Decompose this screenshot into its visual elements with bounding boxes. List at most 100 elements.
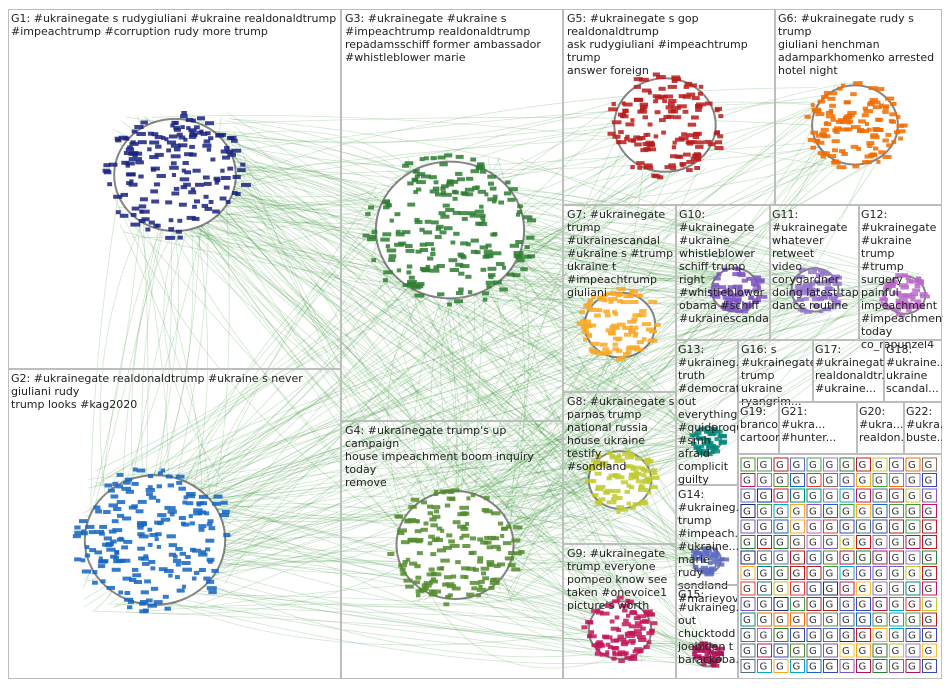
small-group-tile[interactable]	[757, 643, 772, 658]
small-group-tile[interactable]	[889, 535, 904, 549]
small-group-tile[interactable]	[905, 643, 921, 658]
small-group-tile[interactable]	[740, 457, 756, 472]
small-group-tile[interactable]	[889, 504, 904, 518]
small-group-tile[interactable]	[773, 550, 789, 565]
small-group-tile[interactable]	[740, 643, 756, 658]
small-group-tile[interactable]	[740, 535, 756, 549]
small-group-tile[interactable]	[872, 566, 888, 580]
small-group-tile[interactable]	[856, 473, 871, 487]
small-group-tile[interactable]	[872, 519, 888, 534]
small-group-tile[interactable]	[839, 597, 855, 611]
group-frame-g20[interactable]	[857, 402, 904, 454]
small-group-tile[interactable]	[806, 597, 822, 611]
small-group-tile[interactable]	[839, 628, 855, 642]
small-group-tile[interactable]	[889, 550, 904, 565]
small-group-tile[interactable]	[740, 628, 756, 642]
small-group-tile[interactable]	[905, 457, 921, 472]
group-frame-g1[interactable]	[8, 9, 341, 369]
small-group-tile[interactable]	[790, 550, 805, 565]
small-group-tile[interactable]	[856, 581, 871, 596]
small-group-tile[interactable]	[856, 643, 871, 658]
small-group-tile[interactable]	[889, 519, 904, 534]
small-group-tile[interactable]	[856, 612, 871, 627]
small-group-tile[interactable]	[823, 535, 838, 549]
small-group-tile[interactable]	[790, 535, 805, 549]
group-frame-g9[interactable]	[563, 544, 676, 679]
small-group-tile[interactable]	[889, 659, 904, 673]
small-group-tile[interactable]	[757, 566, 772, 580]
small-group-tile[interactable]	[806, 535, 822, 549]
small-group-tile[interactable]	[922, 504, 937, 518]
small-group-tile[interactable]	[839, 643, 855, 658]
group-frame-g10[interactable]	[676, 205, 770, 340]
small-group-tile[interactable]	[839, 535, 855, 549]
small-group-tile[interactable]	[872, 581, 888, 596]
group-frame-g12[interactable]	[859, 205, 942, 340]
small-group-tile[interactable]	[889, 457, 904, 472]
group-frame-g4[interactable]	[341, 421, 563, 679]
small-group-tile[interactable]	[773, 535, 789, 549]
small-group-tile[interactable]	[790, 659, 805, 673]
small-group-tile[interactable]	[872, 457, 888, 472]
small-group-tile[interactable]	[806, 581, 822, 596]
small-group-tile[interactable]	[856, 457, 871, 472]
small-group-tile[interactable]	[922, 659, 937, 673]
small-group-tile[interactable]	[740, 504, 756, 518]
small-group-tile[interactable]	[806, 566, 822, 580]
small-group-tile[interactable]	[922, 519, 937, 534]
group-frame-g7[interactable]	[563, 205, 676, 392]
small-group-tile[interactable]	[856, 550, 871, 565]
small-group-tile[interactable]	[872, 550, 888, 565]
small-group-tile[interactable]	[823, 488, 838, 503]
small-group-tile[interactable]	[790, 597, 805, 611]
small-group-tile[interactable]	[905, 473, 921, 487]
small-group-tile[interactable]	[773, 457, 789, 472]
small-group-tile[interactable]	[922, 457, 937, 472]
small-group-tile[interactable]	[790, 519, 805, 534]
small-group-tile[interactable]	[889, 473, 904, 487]
small-group-tile[interactable]	[773, 597, 789, 611]
small-group-tile[interactable]	[790, 504, 805, 518]
small-group-tile[interactable]	[872, 643, 888, 658]
small-group-tile[interactable]	[823, 597, 838, 611]
small-group-tile[interactable]	[872, 597, 888, 611]
small-group-tile[interactable]	[905, 612, 921, 627]
small-group-tile[interactable]	[872, 488, 888, 503]
small-group-tile[interactable]	[773, 659, 789, 673]
small-group-tile[interactable]	[823, 612, 838, 627]
small-group-tile[interactable]	[757, 581, 772, 596]
group-frame-g8[interactable]	[563, 392, 676, 544]
small-group-tile[interactable]	[905, 535, 921, 549]
small-group-tile[interactable]	[856, 504, 871, 518]
small-group-tile[interactable]	[790, 566, 805, 580]
small-group-tile[interactable]	[839, 550, 855, 565]
small-group-tile[interactable]	[922, 473, 937, 487]
small-group-tile[interactable]	[773, 504, 789, 518]
small-group-tile[interactable]	[823, 628, 838, 642]
small-group-tile[interactable]	[922, 581, 937, 596]
group-frame-g14[interactable]	[676, 485, 738, 585]
small-group-tile[interactable]	[905, 659, 921, 673]
small-group-tile[interactable]	[839, 566, 855, 580]
small-group-tile[interactable]	[905, 581, 921, 596]
small-group-tile[interactable]	[806, 612, 822, 627]
group-frame-g3[interactable]	[341, 9, 563, 421]
small-group-tile[interactable]	[922, 612, 937, 627]
small-group-tile[interactable]	[839, 488, 855, 503]
small-group-tile[interactable]	[823, 504, 838, 518]
small-group-tile[interactable]	[905, 504, 921, 518]
group-frame-g21[interactable]	[779, 402, 857, 454]
group-frame-g19[interactable]	[738, 402, 779, 454]
small-group-tile[interactable]	[806, 488, 822, 503]
small-group-tile[interactable]	[872, 504, 888, 518]
small-group-tile[interactable]	[872, 473, 888, 487]
small-group-tile[interactable]	[740, 488, 756, 503]
small-group-tile[interactable]	[773, 643, 789, 658]
small-group-tile[interactable]	[839, 519, 855, 534]
small-group-tile[interactable]	[905, 628, 921, 642]
small-group-tile[interactable]	[790, 612, 805, 627]
small-group-tile[interactable]	[773, 628, 789, 642]
small-group-tile[interactable]	[922, 628, 937, 642]
small-group-tile[interactable]	[773, 581, 789, 596]
small-group-tile[interactable]	[889, 628, 904, 642]
